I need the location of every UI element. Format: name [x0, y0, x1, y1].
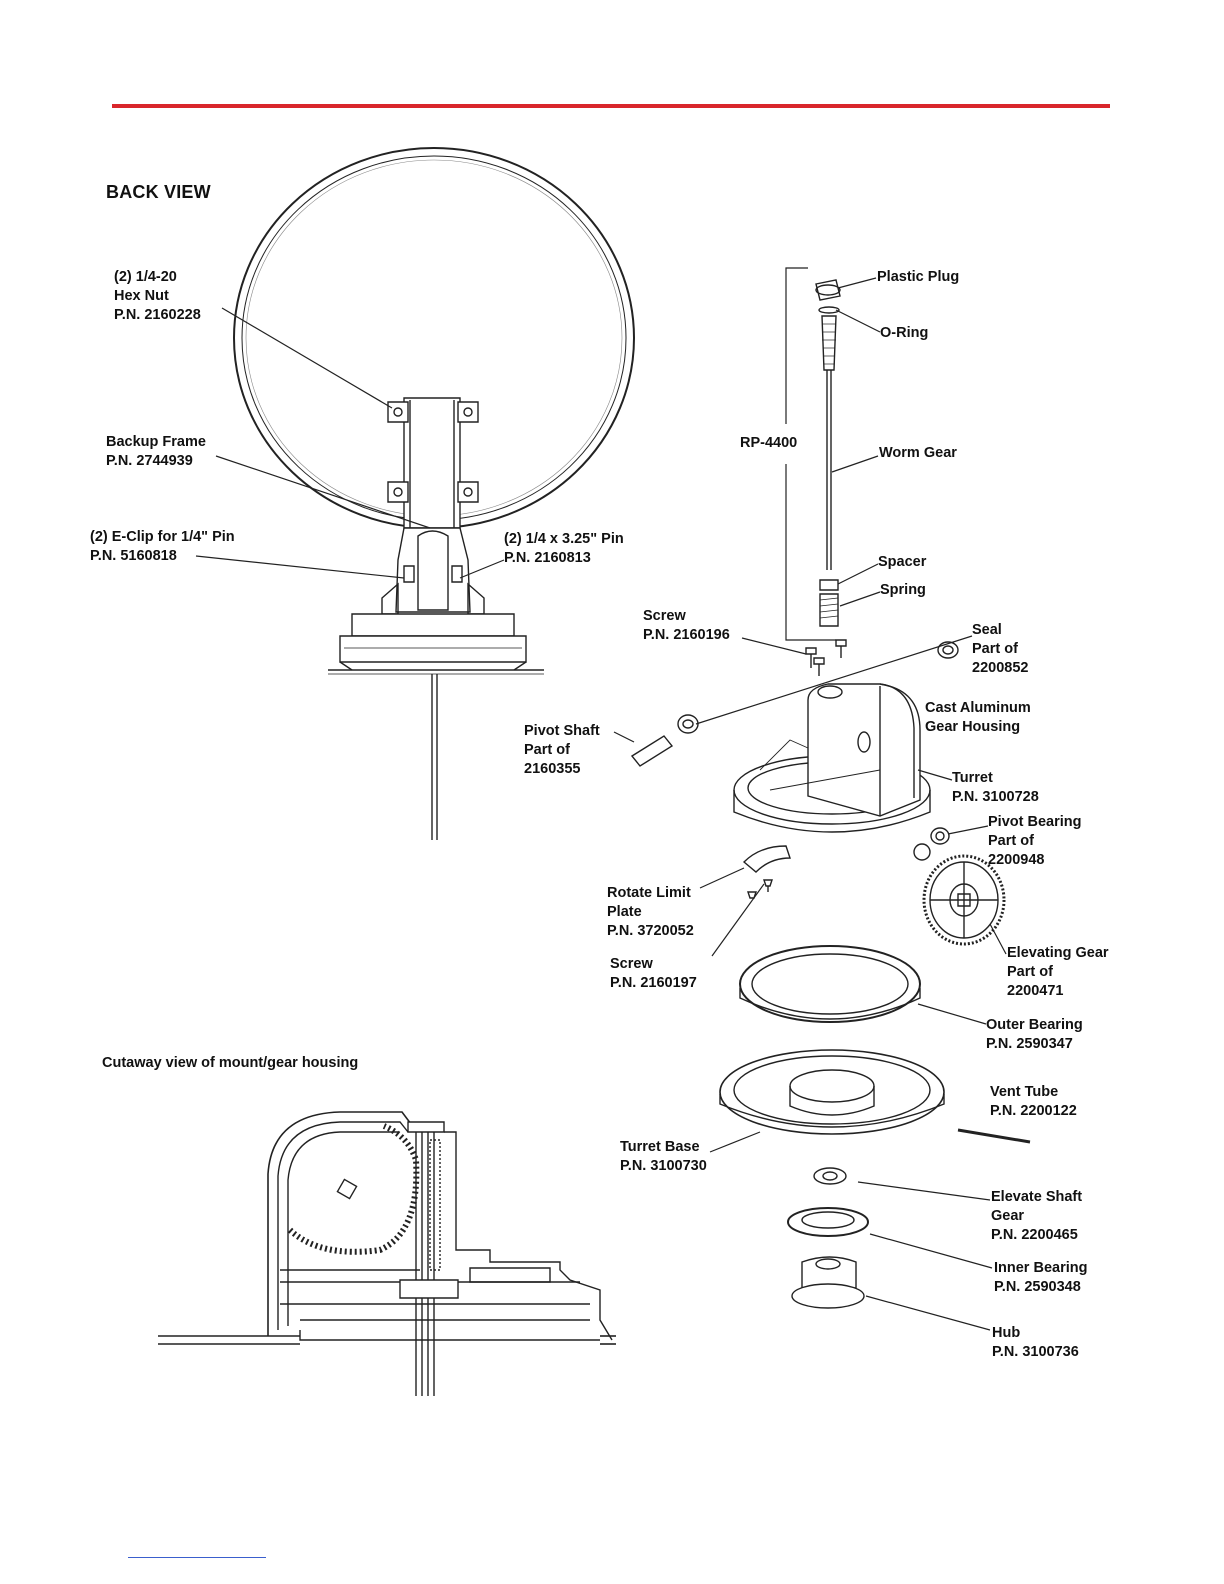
label-spacer: Spacer [878, 554, 927, 570]
inner-bearing-part [788, 1208, 868, 1236]
turret-gear-housing [734, 684, 930, 832]
back-view-title: BACK VIEW [106, 182, 211, 202]
footer-link-underline [128, 1557, 266, 1558]
label-spring: Spring [880, 582, 926, 598]
hub-part [792, 1257, 864, 1308]
pivot-bearing-part [914, 828, 949, 860]
rp-4400-bracket [786, 268, 836, 640]
pivot-shaft-part [632, 715, 698, 766]
label-o-ring: O-Ring [880, 325, 929, 341]
backup-frame [388, 398, 478, 528]
label-rp-4400: RP-4400 [740, 435, 798, 451]
elevate-shaft-gear-part [814, 1168, 846, 1184]
label-plastic-plug: Plastic Plug [877, 269, 960, 285]
satellite-dish-back-view [234, 148, 634, 840]
mount-bracket [382, 528, 484, 614]
label-worm-gear: Worm Gear [879, 445, 957, 461]
cutaway-title: Cutaway view of mount/gear housing [102, 1055, 359, 1071]
exploded-leader-lines [614, 278, 1006, 1330]
cutaway-mount-gear-housing [158, 1112, 616, 1396]
turret-under-dish [328, 614, 544, 840]
screws-top [806, 640, 846, 676]
back-view-leader-lines [196, 308, 504, 578]
elevating-gear-part [924, 856, 1004, 944]
vent-tube-part [958, 1130, 1030, 1142]
turret-base-part [720, 1050, 944, 1134]
worm-gear-assembly [816, 280, 840, 626]
seal-part [938, 642, 958, 658]
header-rule [112, 104, 1110, 108]
outer-bearing-part [740, 946, 920, 1022]
rotate-limit-plate-part [744, 846, 790, 898]
